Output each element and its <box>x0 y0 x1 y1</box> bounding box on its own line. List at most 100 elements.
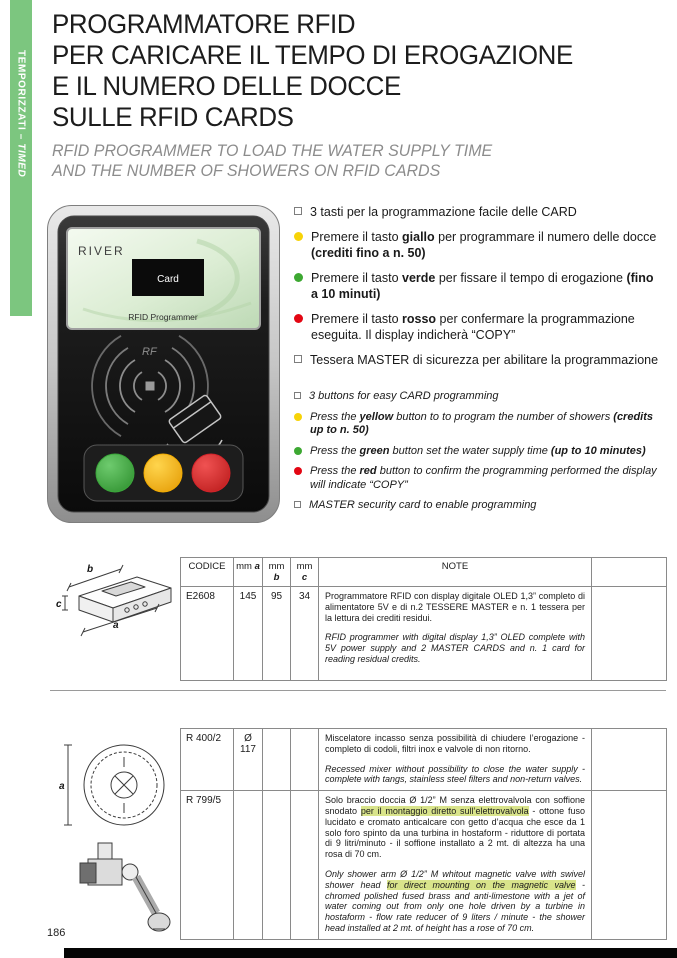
note-cell: Miscelatore incasso senza possibilità di… <box>318 727 592 792</box>
feature-text: MASTER security card to enable programmi… <box>309 499 537 511</box>
feature-text: Press the green button set the water sup… <box>310 444 646 457</box>
feature-text: Press the yellow button to to program th… <box>310 410 654 437</box>
note-english: Only shower arm Ø 1/2” M whitout magneti… <box>325 868 585 933</box>
note-cell: Solo braccio doccia Ø 1/2” M senza elett… <box>318 790 592 940</box>
col-header-mm-c: mm c <box>290 557 319 587</box>
section-divider <box>50 690 666 691</box>
empty-cell <box>591 586 667 681</box>
feature-list: 3 tasti per la programmazione facile del… <box>294 204 662 520</box>
col-header-codice: CODICE <box>180 557 234 587</box>
empty-cell <box>591 790 667 940</box>
device-display: RIVER Card RFID Programmer <box>66 227 261 330</box>
spec-table-mixer: R 400/2 Ø 117 Miscelatore incasso senza … <box>180 727 667 940</box>
feature-item: Premere il tasto verde per fissare il te… <box>294 270 662 302</box>
feature-item: Press the red button to confirm the prog… <box>294 465 662 492</box>
empty-cell <box>290 727 319 792</box>
empty-cell <box>262 790 291 940</box>
green-button <box>95 453 135 493</box>
table-row-r7995: R 799/5 Solo braccio doccia Ø 1/2” M sen… <box>180 790 667 940</box>
title-line-4: SULLE RFID CARDS <box>52 102 294 132</box>
feature-item: Press the yellow button to to program th… <box>294 411 662 438</box>
product-image: RIVER Card RFID Programmer RF <box>45 203 282 525</box>
feature-item: 3 tasti per la programmazione facile del… <box>294 204 662 220</box>
feature-item: MASTER security card to enable programmi… <box>294 499 662 513</box>
category-sidebar: TEMPORIZZATI – TIMED <box>10 0 32 316</box>
square-bullet-icon <box>294 501 301 508</box>
category-label: TEMPORIZZATI – TIMED <box>16 0 27 316</box>
dimension-drawing-mixer: a <box>58 733 178 948</box>
footer-bar <box>64 948 677 958</box>
col-header-extra <box>591 557 667 587</box>
yellow-button <box>143 453 183 493</box>
dim-a-value: 145 <box>233 586 263 681</box>
note-english: RFID programmer with digital display 1,3… <box>325 632 585 664</box>
device-caption: RFID Programmer <box>128 312 198 322</box>
dim-label-b: b <box>87 564 93 575</box>
empty-cell <box>290 790 319 940</box>
red-bullet-icon <box>294 467 302 475</box>
green-bullet-icon <box>294 446 302 455</box>
page-number: 186 <box>47 927 66 939</box>
note-italian: Solo braccio doccia Ø 1/2” M senza elett… <box>325 795 585 860</box>
feature-list-italian: 3 tasti per la programmazione facile del… <box>294 204 662 368</box>
page-title: PROGRAMMATORE RFID PER CARICARE IL TEMPO… <box>52 9 573 133</box>
red-button <box>191 453 231 493</box>
feature-list-english: 3 buttons for easy CARD programming Pres… <box>294 390 662 513</box>
empty-cell <box>262 727 291 792</box>
device-buttons <box>83 444 244 502</box>
empty-cell <box>591 727 667 792</box>
dimension-drawing-rfid: b c a <box>55 560 175 662</box>
feature-text: 3 buttons for easy CARD programming <box>309 390 499 402</box>
col-header-mm-a: mm a <box>233 557 263 587</box>
product-code: E2608 <box>180 586 234 681</box>
note-italian: Miscelatore incasso senza possibilità di… <box>325 733 585 754</box>
subtitle-line-2: AND THE NUMBER OF SHOWERS ON RFID CARDS <box>52 162 441 180</box>
spec-table-rfid-programmer: CODICE mm a mm b mm c NOTE E2608 145 95 … <box>180 557 667 681</box>
rfid-programmer-image: RIVER Card RFID Programmer RF <box>47 205 280 523</box>
feature-text: 3 tasti per la programmazione facile del… <box>310 205 577 219</box>
product-code: R 400/2 <box>180 727 234 792</box>
green-bullet-icon <box>294 273 303 282</box>
title-line-3: E IL NUMERO DELLE DOCCE <box>52 71 401 101</box>
device-screen-text: Card <box>157 274 179 285</box>
yellow-bullet-icon <box>294 412 302 421</box>
feature-text: Press the red button to confirm the prog… <box>310 465 657 491</box>
feature-item: 3 buttons for easy CARD programming <box>294 390 662 404</box>
note-cell: Programmatore RFID con display digitale … <box>318 586 592 681</box>
category-label-en: TIMED <box>15 143 27 178</box>
diameter-symbol: Ø <box>244 733 252 744</box>
dim-b-value: 95 <box>262 586 291 681</box>
feature-text: Premere il tasto verde per fissare il te… <box>311 271 654 301</box>
subtitle-line-1: RFID PROGRAMMER TO LOAD THE WATER SUPPLY… <box>52 142 493 160</box>
device-brand-logo: RIVER <box>78 244 125 258</box>
square-bullet-icon <box>294 392 301 399</box>
product-code: R 799/5 <box>180 790 234 940</box>
feature-item: Tessera MASTER di sicurezza per abilitar… <box>294 352 662 368</box>
empty-cell <box>233 790 263 940</box>
note-english: Recessed mixer without possibility to cl… <box>325 763 585 785</box>
table-row-e2608: E2608 145 95 34 Programmatore RFID con d… <box>180 586 667 681</box>
title-line-2: PER CARICARE IL TEMPO DI EROGAZIONE <box>52 40 573 70</box>
square-bullet-icon <box>294 207 302 215</box>
feature-item: Premere il tasto rosso per confermare la… <box>294 311 662 343</box>
feature-item: Press the green button set the water sup… <box>294 445 662 459</box>
diameter-value: Ø 117 <box>233 727 263 792</box>
feature-text: Tessera MASTER di sicurezza per abilitar… <box>310 353 659 367</box>
note-italian: Programmatore RFID con display digitale … <box>325 591 585 623</box>
page-subtitle: RFID PROGRAMMER TO LOAD THE WATER SUPPLY… <box>52 141 492 181</box>
dim-c-value: 34 <box>290 586 319 681</box>
category-label-it: TEMPORIZZATI – <box>15 50 27 144</box>
square-bullet-icon <box>294 355 302 363</box>
dim-label-a: a <box>113 620 119 631</box>
table-row-r4002: R 400/2 Ø 117 Miscelatore incasso senza … <box>180 727 667 792</box>
feature-item: Premere il tasto giallo per programmare … <box>294 229 662 261</box>
rf-label: RF <box>142 346 158 358</box>
red-bullet-icon <box>294 314 303 323</box>
diameter-number: 117 <box>240 744 256 755</box>
dim-label-a: a <box>59 781 65 792</box>
table-header-row: CODICE mm a mm b mm c NOTE <box>180 557 667 587</box>
feature-text: Premere il tasto rosso per confermare la… <box>311 312 635 342</box>
yellow-bullet-icon <box>294 232 303 241</box>
col-header-mm-b: mm b <box>262 557 291 587</box>
